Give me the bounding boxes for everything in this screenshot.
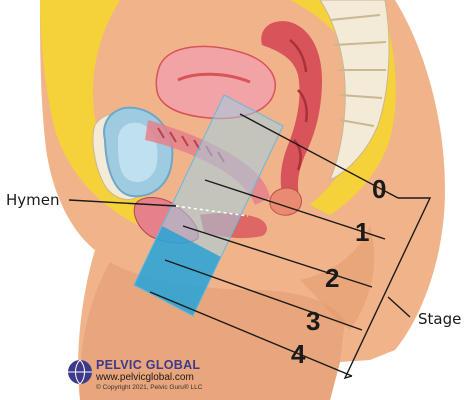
prolapse-strip-outline [133,94,284,317]
rectum [261,21,322,205]
logo-url: www.pelvicglobal.com [95,372,194,383]
stage-number-3: 3 [306,306,320,336]
stage-bracket [343,197,432,380]
sacrum-segments [329,14,387,127]
uterus [155,45,276,120]
stage-number-0: 0 [372,174,386,204]
hymen-label: Hymen [6,191,60,209]
logo-globe-lines [68,359,92,385]
stage-line-4 [149,291,353,377]
prolapse-strip-lower [134,226,221,316]
logo-copyright: © Copyright 2021, Pelvic Guru® LLC [96,383,203,391]
stage-number-4: 4 [291,339,306,369]
uterus-cavity [177,72,251,84]
stage-line-3 [164,259,363,331]
hymen-leader [68,199,177,207]
pelvic-global-logo: PELVIC GLOBAL www.pelvicglobal.com © Cop… [68,358,203,391]
stage-number-1: 1 [355,217,369,247]
prolapse-strip-upper [162,95,283,257]
buttock-curve [300,225,375,330]
thigh-shadow [79,262,345,400]
stage-number-2: 2 [325,263,339,293]
sacrum [319,0,390,182]
stage-label: Stage [418,310,461,328]
stage-line-0 [239,113,399,199]
stage-line-1 [204,179,386,240]
stage-label-leader [387,296,411,318]
anal-sphincter [269,187,302,216]
vaginal-rugae [157,127,225,163]
stage-line-2 [182,225,373,288]
logo-title: PELVIC GLOBAL [96,358,200,372]
fat-layer [40,0,160,230]
rectum-folds [289,39,308,171]
hymen-dotted-line [175,205,249,217]
